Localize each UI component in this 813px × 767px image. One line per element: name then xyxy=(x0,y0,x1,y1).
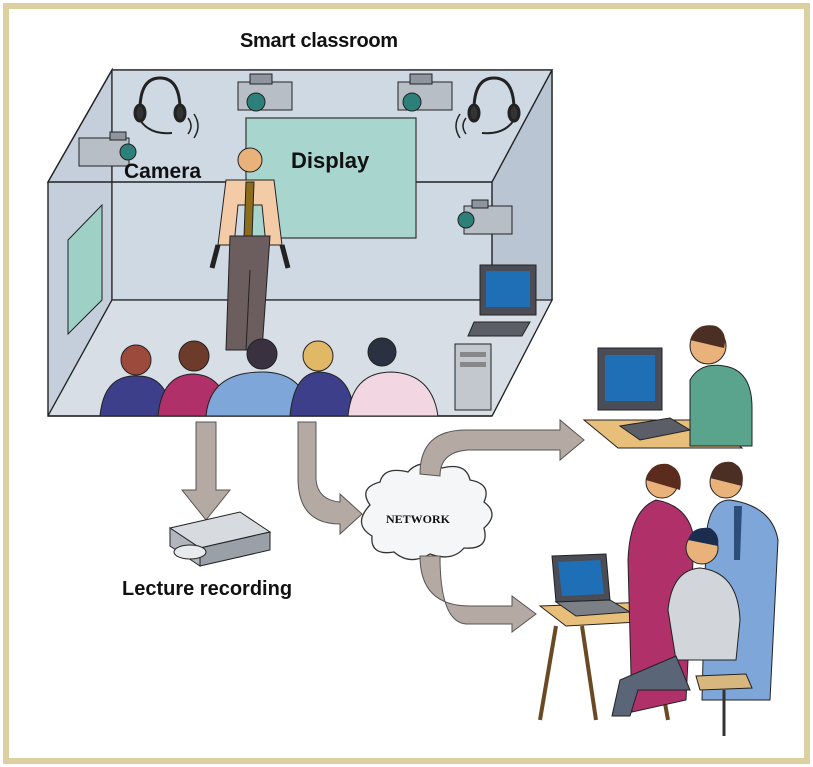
diagram-title: Smart classroom xyxy=(240,30,398,52)
recording-arrow xyxy=(180,421,232,521)
wall-camera-icon xyxy=(457,199,513,235)
camera-label: Camera xyxy=(124,160,202,183)
display-label: Display xyxy=(291,148,370,173)
students-group xyxy=(99,337,439,417)
computer-monitor-icon xyxy=(467,264,537,337)
remote-arrow-top xyxy=(419,418,585,477)
teacher-figure xyxy=(209,147,291,351)
ceiling-camera-icon xyxy=(397,73,453,112)
remote-user-desk xyxy=(582,325,753,449)
network-cloud xyxy=(360,463,493,561)
headset-icon xyxy=(133,76,199,139)
network-label: NETWORK xyxy=(386,512,451,526)
chair-icon xyxy=(695,673,753,691)
headset-icon xyxy=(455,76,521,139)
side-window xyxy=(67,203,103,336)
outer-frame xyxy=(3,3,810,764)
remote-arrow-bottom xyxy=(419,555,537,633)
remote-group xyxy=(538,461,779,736)
ceiling-camera-icon xyxy=(237,73,293,112)
network-arrow xyxy=(297,421,363,536)
wall-camera-icon xyxy=(78,131,137,167)
dvd-recorder-icon xyxy=(168,511,272,567)
pc-tower-icon xyxy=(454,343,492,411)
lecture-recording-label: Lecture recording xyxy=(122,578,293,600)
